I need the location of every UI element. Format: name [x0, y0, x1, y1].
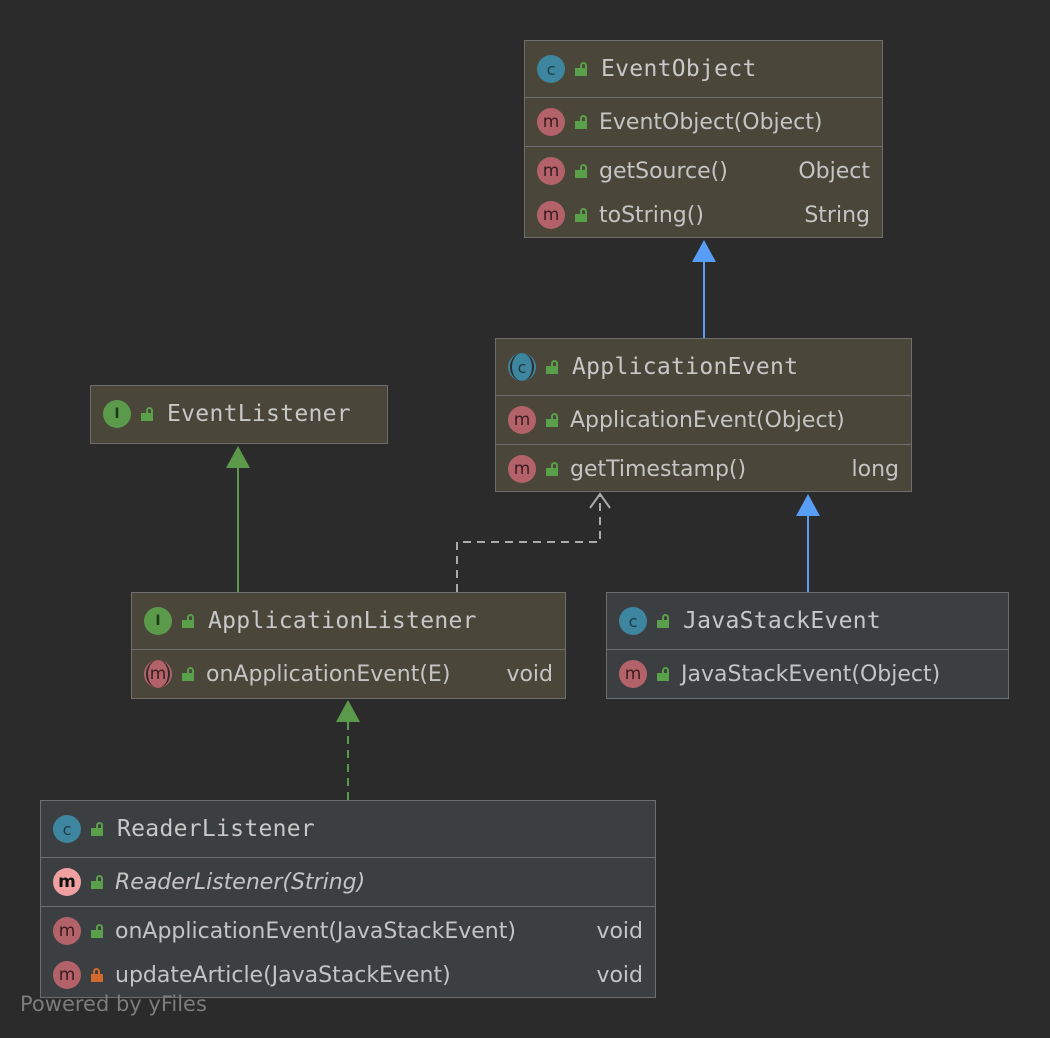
- interface-name: ApplicationListener: [208, 608, 477, 634]
- method-section: m onApplicationEvent(JavaStackEvent) voi…: [41, 907, 655, 999]
- method-section: m getTimestamp() long: [496, 445, 911, 493]
- return-type: long: [851, 456, 899, 482]
- return-type: Object: [798, 158, 870, 184]
- method-name: onApplicationEvent(E): [206, 661, 451, 687]
- class-node-applicationevent[interactable]: c ApplicationEvent m ApplicationEvent(Ob…: [495, 338, 912, 492]
- public-lock-icon: [91, 924, 103, 938]
- method-icon: m: [508, 455, 536, 483]
- powered-by-footer: Powered by yFiles: [20, 992, 207, 1016]
- extends-arrowhead: [796, 494, 820, 516]
- interface-header: I EventListener: [91, 386, 387, 442]
- class-name: ApplicationEvent: [572, 354, 799, 380]
- method-row[interactable]: m getTimestamp() long: [496, 447, 911, 491]
- interface-name: EventListener: [167, 401, 351, 427]
- extends-arrowhead: [226, 446, 250, 468]
- constructor-name: EventObject(Object): [599, 109, 823, 135]
- method-name: getSource(): [599, 158, 728, 184]
- extends-arrowhead: [692, 240, 716, 262]
- class-name: ReaderListener: [117, 816, 316, 842]
- public-lock-icon: [657, 667, 669, 681]
- class-name: JavaStackEvent: [683, 608, 882, 634]
- method-icon: m: [619, 660, 647, 688]
- method-icon: m: [53, 961, 81, 989]
- method-name: updateArticle(JavaStackEvent): [115, 962, 451, 988]
- constructor-name: ApplicationEvent(Object): [570, 407, 845, 433]
- interface-node-applicationlistener[interactable]: I ApplicationListener m onApplicationEve…: [131, 592, 566, 699]
- method-section: m getSource() Object m toString() String: [525, 147, 882, 239]
- return-type: String: [804, 202, 870, 228]
- class-icon: c: [537, 55, 565, 83]
- class-name: EventObject: [601, 56, 757, 82]
- constructor-name: JavaStackEvent(Object): [681, 661, 941, 687]
- method-name: toString(): [599, 202, 704, 228]
- constructor-section: m ApplicationEvent(Object): [496, 396, 911, 445]
- method-icon: m: [508, 406, 536, 434]
- constructor-name: ReaderListener(String): [115, 869, 366, 895]
- method-icon: m: [537, 157, 565, 185]
- method-name: getTimestamp(): [570, 456, 747, 482]
- public-lock-icon: [91, 822, 103, 836]
- method-section: m onApplicationEvent(E) void: [132, 650, 565, 698]
- class-icon: c: [619, 607, 647, 635]
- edge-applicationlistener-depends-applicationevent: [456, 494, 601, 592]
- public-lock-icon: [182, 614, 194, 628]
- constructor-section: m JavaStackEvent(Object): [607, 650, 1008, 698]
- constructor-row[interactable]: m ReaderListener(String): [41, 860, 655, 904]
- method-row[interactable]: m onApplicationEvent(E) void: [132, 652, 565, 696]
- class-header: c ApplicationEvent: [496, 339, 911, 396]
- interface-icon: I: [144, 607, 172, 635]
- abstract-method-icon: m: [144, 660, 172, 688]
- interface-icon: I: [103, 400, 131, 428]
- public-lock-icon: [575, 115, 587, 129]
- public-lock-icon: [575, 164, 587, 178]
- public-lock-icon: [91, 875, 103, 889]
- return-type: void: [596, 962, 643, 988]
- class-node-eventobject[interactable]: c EventObject m EventObject(Object) m ge…: [524, 40, 883, 238]
- method-icon: m: [53, 917, 81, 945]
- class-header: c JavaStackEvent: [607, 593, 1008, 650]
- implements-arrowhead: [336, 700, 360, 722]
- abstract-class-icon: c: [508, 353, 536, 381]
- method-row[interactable]: m getSource() Object: [525, 149, 882, 193]
- method-icon: m: [537, 201, 565, 229]
- class-header: c EventObject: [525, 41, 882, 98]
- public-lock-icon: [575, 208, 587, 222]
- constructor-row[interactable]: m EventObject(Object): [525, 100, 882, 144]
- constructor-icon: m: [53, 868, 81, 896]
- constructor-row[interactable]: m ApplicationEvent(Object): [496, 398, 911, 442]
- constructor-row[interactable]: m JavaStackEvent(Object): [607, 652, 1008, 696]
- method-row[interactable]: m onApplicationEvent(JavaStackEvent) voi…: [41, 909, 655, 953]
- interface-header: I ApplicationListener: [132, 593, 565, 650]
- public-lock-icon: [141, 407, 153, 421]
- method-row[interactable]: m toString() String: [525, 193, 882, 237]
- class-icon: c: [53, 815, 81, 843]
- method-name: onApplicationEvent(JavaStackEvent): [115, 918, 516, 944]
- return-type: void: [596, 918, 643, 944]
- public-lock-icon: [657, 614, 669, 628]
- class-node-javastackevent[interactable]: c JavaStackEvent m JavaStackEvent(Object…: [606, 592, 1009, 699]
- private-lock-icon: [91, 968, 103, 982]
- public-lock-icon: [546, 462, 558, 476]
- class-header: c ReaderListener: [41, 801, 655, 858]
- interface-node-eventlistener[interactable]: I EventListener: [90, 385, 388, 444]
- class-node-readerlistener[interactable]: c ReaderListener m ReaderListener(String…: [40, 800, 656, 998]
- public-lock-icon: [182, 667, 194, 681]
- dependency-arrowhead: [589, 492, 611, 509]
- public-lock-icon: [575, 62, 587, 76]
- method-row[interactable]: m updateArticle(JavaStackEvent) void: [41, 953, 655, 997]
- constructor-section: m ReaderListener(String): [41, 858, 655, 907]
- method-icon: m: [537, 108, 565, 136]
- public-lock-icon: [546, 360, 558, 374]
- constructor-section: m EventObject(Object): [525, 98, 882, 147]
- public-lock-icon: [546, 413, 558, 427]
- return-type: void: [506, 661, 553, 687]
